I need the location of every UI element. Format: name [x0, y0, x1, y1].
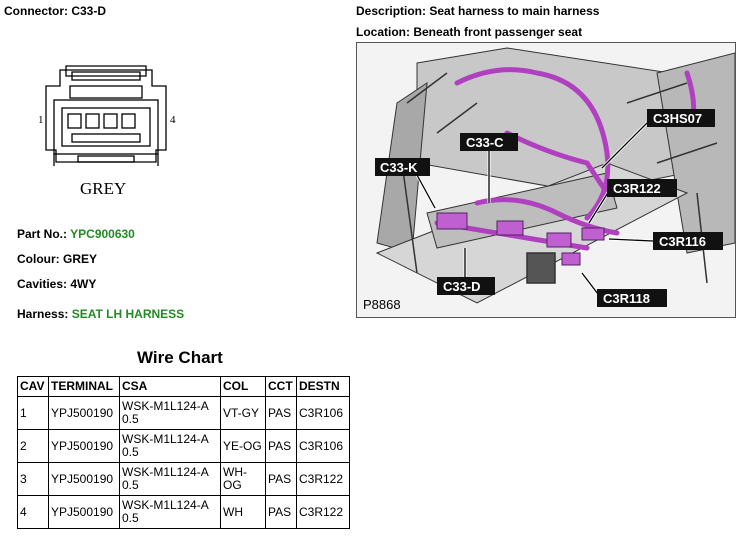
cell-col: WH — [220, 495, 266, 529]
callout-c3r116: C3R116 — [659, 234, 706, 249]
location-label: Location: — [356, 25, 410, 39]
callout-c33-k: C33-K — [380, 160, 418, 175]
cell-col: WH- OG — [220, 462, 266, 496]
cell-col: YE-OG — [220, 429, 266, 463]
location-photo: C3HS07 C33-C C33-K C3R122 C3R116 C33-D C… — [356, 42, 736, 318]
header-destn: DESTN — [296, 376, 350, 397]
description-field: Description: Seat harness to main harnes… — [356, 4, 599, 18]
cell-destn: C3R106 — [296, 396, 350, 430]
part-no-label: Part No.: — [17, 227, 68, 241]
cell-cct: PAS — [265, 462, 297, 496]
harness-value: SEAT LH HARNESS — [71, 307, 185, 321]
cell-terminal: YPJ500190 — [48, 495, 120, 529]
cell-csa: WSK-M1L124-A 0.5 — [119, 462, 221, 496]
table-row: 1 YPJ500190 WSK-M1L124-A 0.5 VT-GY PAS C… — [17, 396, 350, 430]
location-value: Beneath front passenger seat — [413, 25, 583, 39]
callout-c3hs07-box — [647, 109, 715, 127]
colour-field: Colour: GREY — [17, 252, 97, 266]
callout-c3r116-box — [653, 232, 723, 250]
cell-destn: C3R122 — [296, 462, 350, 496]
cell-destn: C3R106 — [296, 429, 350, 463]
header-csa: CSA — [119, 376, 221, 397]
harness-field: Harness: SEAT LH HARNESS — [17, 307, 184, 321]
cell-col: VT-GY — [220, 396, 266, 430]
cell-csa: WSK-M1L124-A 0.5 — [119, 495, 221, 529]
cell-terminal: YPJ500190 — [48, 462, 120, 496]
wire-chart-title: Wire Chart — [137, 348, 223, 367]
cell-cct: PAS — [265, 429, 297, 463]
colour-label: Colour: — [17, 252, 60, 266]
cavities-value: 4WY — [70, 277, 97, 291]
pin-1-label: 1 — [38, 114, 44, 126]
table-row: 3 YPJ500190 WSK-M1L124-A 0.5 WH- OG PAS … — [17, 462, 350, 496]
location-field: Location: Beneath front passenger seat — [356, 25, 582, 39]
header-cav: CAV — [17, 376, 49, 397]
cell-cav: 1 — [17, 396, 49, 430]
colour-value: GREY — [63, 252, 98, 266]
callout-c33-c: C33-C — [466, 135, 504, 150]
header-col: COL — [220, 376, 266, 397]
header-cct: CCT — [265, 376, 297, 397]
callout-c3r118-box — [597, 289, 667, 307]
cell-csa: WSK-M1L124-A 0.5 — [119, 396, 221, 430]
cell-cct: PAS — [265, 495, 297, 529]
description-label: Description: — [356, 4, 427, 18]
header-terminal: TERMINAL — [48, 376, 120, 397]
cell-cav: 3 — [17, 462, 49, 496]
callout-c3hs07: C3HS07 — [653, 111, 702, 126]
callout-c33-d: C33-D — [443, 279, 481, 294]
connector-colour-caption: GREY — [80, 179, 126, 198]
callout-c3r118: C3R118 — [603, 291, 650, 306]
table-row: 2 YPJ500190 WSK-M1L124-A 0.5 YE-OG PAS C… — [17, 429, 350, 463]
connector-field: Connector: C33-D — [4, 4, 106, 18]
cell-csa: WSK-M1L124-A 0.5 — [119, 429, 221, 463]
cavities-field: Cavities: 4WY — [17, 277, 96, 291]
part-no-value: YPC900630 — [70, 227, 135, 241]
cell-cav: 2 — [17, 429, 49, 463]
connector-face-drawing: 1 4 GREY — [38, 65, 176, 198]
callout-c33-d-box — [437, 277, 495, 295]
harness-label: Harness: — [17, 307, 69, 321]
cell-destn: C3R122 — [296, 495, 350, 529]
callout-c3r122: C3R122 — [613, 181, 661, 196]
cell-cav: 4 — [17, 495, 49, 529]
callout-c3r122-box — [607, 179, 677, 197]
wire-chart-table: CAV TERMINAL CSA COL CCT DESTN 1 YPJ5001… — [17, 376, 350, 529]
cavities-label: Cavities: — [17, 277, 68, 291]
connector-label: Connector: — [4, 4, 68, 18]
seat-harness-illustration: C3HS07 C33-C C33-K C3R122 C3R116 C33-D C… — [359, 47, 735, 313]
part-no-field: Part No.: YPC900630 — [17, 227, 135, 241]
cell-terminal: YPJ500190 — [48, 396, 120, 430]
figure-id: P8868 — [363, 297, 401, 312]
wire-chart-header-row: CAV TERMINAL CSA COL CCT DESTN — [17, 376, 350, 397]
pin-4-label: 4 — [170, 114, 176, 126]
callout-c33-k-box — [375, 158, 430, 176]
cell-terminal: YPJ500190 — [48, 429, 120, 463]
connector-value: C33-D — [71, 4, 107, 18]
table-row: 4 YPJ500190 WSK-M1L124-A 0.5 WH PAS C3R1… — [17, 495, 350, 529]
callout-c33-c-box — [460, 133, 518, 151]
cell-cct: PAS — [265, 396, 297, 430]
description-value: Seat harness to main harness — [429, 4, 600, 18]
